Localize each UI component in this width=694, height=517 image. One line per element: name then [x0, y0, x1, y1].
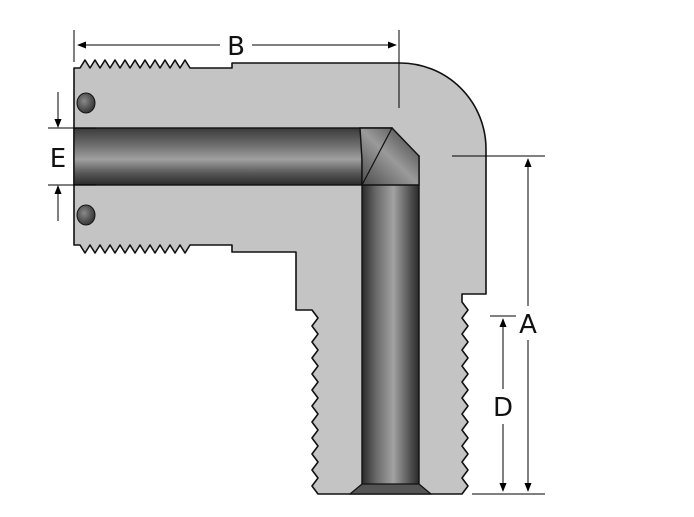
dim-label-d: D	[493, 393, 513, 423]
bottom-chamfer	[348, 483, 433, 495]
bore-miter-line	[361, 127, 393, 186]
dim-label-e: E	[50, 144, 66, 174]
o-ring-bottom	[76, 204, 96, 226]
fitting-body	[73, 59, 487, 495]
o-ring-top	[76, 92, 96, 114]
dim-label-b: B	[227, 32, 245, 62]
horizontal-bore	[73, 127, 393, 186]
vertical-bore	[361, 155, 420, 489]
dim-label-a: A	[519, 310, 537, 340]
